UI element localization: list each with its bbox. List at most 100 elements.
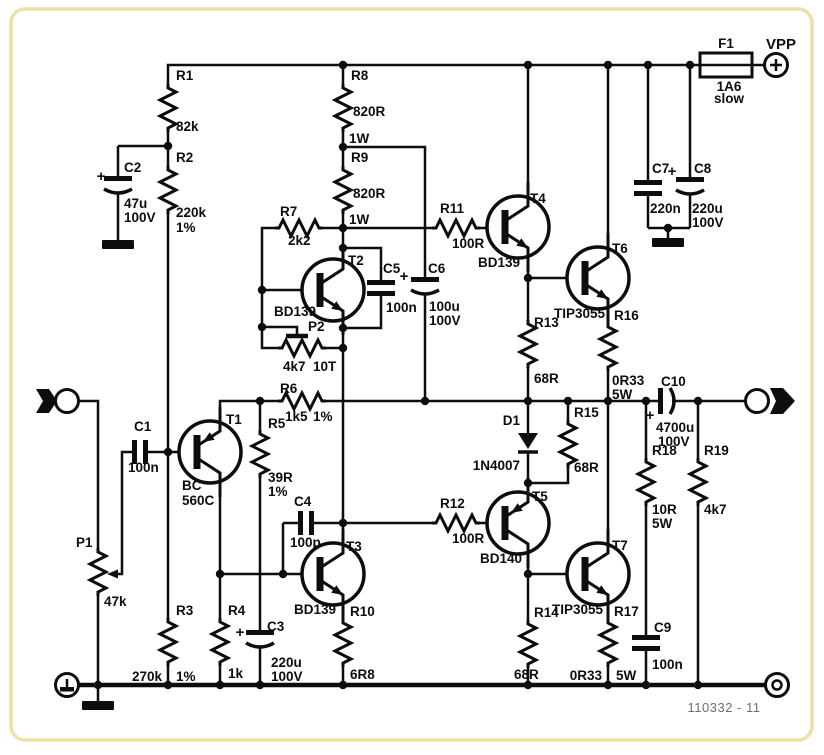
ref-label: R16: [614, 308, 639, 323]
value-label: 47k: [104, 594, 127, 609]
value-label: 220n: [650, 201, 681, 216]
resistor-R8: R8 820R 1W: [333, 68, 386, 146]
ref-label: C1: [134, 419, 152, 434]
value-label: 68R: [574, 460, 599, 475]
ground-terminal: [54, 672, 80, 698]
ref-label: R6: [280, 381, 298, 396]
resistor-R13: R13 68R: [518, 315, 559, 386]
ref-label: C7: [652, 161, 669, 176]
value-label: 82k: [176, 119, 199, 134]
voltage-label: 100V: [429, 313, 461, 328]
ref-label: T1: [226, 412, 242, 427]
ref-label: R14: [534, 605, 559, 620]
ref-label: R1: [176, 68, 194, 83]
ref-label: R5: [268, 416, 286, 431]
voltage-label: 100V: [692, 215, 724, 230]
capacitor-C8: + C8 220u 100V: [668, 161, 724, 230]
ref-label: R7: [280, 204, 297, 219]
resistor-R6: R6 1k5 1%: [276, 381, 333, 424]
value-label: 39R: [268, 470, 293, 485]
ref-label: R13: [534, 315, 559, 330]
output-arrow-icon: [770, 388, 795, 414]
ref-label: T5: [532, 489, 548, 504]
capacitor-C9: C9 100n: [632, 620, 683, 672]
polarity-label: +: [668, 163, 677, 180]
wiper-arrow-icon: [107, 569, 118, 579]
value-label: 820R: [353, 104, 386, 119]
value-label: 220u: [692, 201, 723, 216]
value-label: 4700u: [656, 420, 694, 435]
ref-label: R10: [350, 604, 375, 619]
fuse-ref: F1: [718, 36, 734, 51]
resistor-R17: R17 0R33 5W: [570, 604, 639, 683]
type-label: BD140: [480, 551, 522, 566]
ref-label: R3: [176, 603, 194, 618]
polarity-label: +: [646, 407, 655, 424]
value-label: 68R: [534, 371, 559, 386]
output-return-terminal: [764, 672, 790, 698]
value-label: 100n: [386, 300, 417, 315]
value-label: 10R: [652, 502, 677, 517]
capacitor-C7: C7 220n: [634, 161, 681, 216]
fuse-F1: F1 1A6 slow: [690, 36, 764, 106]
value-label: 6R8: [350, 667, 375, 682]
transistor-T1: T1 BC 560C: [179, 407, 242, 508]
input-terminal: [36, 388, 80, 414]
ref-label: R19: [704, 443, 729, 458]
resistor-R7: R7 2k2: [273, 204, 325, 248]
value-label: 100R: [452, 531, 485, 546]
capacitor-C6: + C6 100u 100V: [400, 261, 461, 328]
ref-label: C5: [383, 261, 401, 276]
type-label: TIP3055: [554, 306, 606, 321]
ref-label: R4: [228, 603, 246, 618]
ref-label: C8: [694, 161, 712, 176]
type-label: BC: [182, 478, 202, 493]
voltage-label: 100V: [658, 434, 690, 449]
ref-label: C4: [294, 494, 312, 509]
value-label: 100p: [290, 535, 321, 550]
type-label: BD139: [478, 255, 520, 270]
ref-label: P2: [308, 319, 325, 334]
type-label: BD139: [274, 304, 316, 319]
diode-triangle-icon: [518, 433, 538, 449]
ref-label: D1: [503, 413, 521, 428]
type-label: BD139: [294, 602, 336, 617]
ref-label: T7: [612, 538, 628, 553]
polarity-label: +: [236, 624, 245, 641]
vpp-label: VPP: [766, 36, 796, 53]
ref-label: C2: [124, 160, 141, 175]
capacitor-C3: + C3 220u 100V: [236, 619, 303, 684]
diagram-number: 110332 - 11: [688, 700, 761, 715]
transistor-T4: T4 BD139: [478, 182, 549, 272]
transistor-T5: T5 BD140: [480, 478, 549, 568]
ref-label: R9: [351, 150, 368, 165]
ground-symbol: [82, 701, 114, 710]
value-label: 220u: [271, 655, 302, 670]
output-terminal: [744, 388, 795, 414]
vpp-terminal: VPP: [763, 36, 796, 78]
ground-symbol: [652, 238, 684, 247]
ref-label: T6: [612, 241, 628, 256]
value-label: 47u: [124, 196, 147, 211]
resistor-R16: R16 0R33 5W: [598, 308, 645, 402]
ref-label: T2: [348, 253, 364, 268]
voltage-label: 100V: [124, 210, 156, 225]
resistor-R2: R2 220k 1%: [158, 150, 207, 235]
value-label: 220k: [176, 205, 207, 220]
plus-icon: [770, 59, 782, 71]
resistor-R12: R12 100R: [430, 496, 485, 546]
rating-label: 5W: [652, 516, 673, 531]
tolerance-label: 1%: [176, 220, 196, 235]
capacitor-C4: C4 100p: [290, 494, 321, 550]
resistor-R10: R10 6R8: [333, 604, 375, 682]
value-label: 820R: [353, 186, 386, 201]
type-label: TIP3055: [552, 602, 604, 617]
ground-glyph-icon: [60, 687, 74, 692]
rating-label: 1W: [349, 131, 370, 146]
value-label: 4k7: [704, 502, 727, 517]
value-label: 0R33: [612, 373, 645, 388]
resistor-R19: R19 4k7: [688, 443, 729, 517]
resistor-R5: R5 39R 1%: [250, 416, 293, 499]
